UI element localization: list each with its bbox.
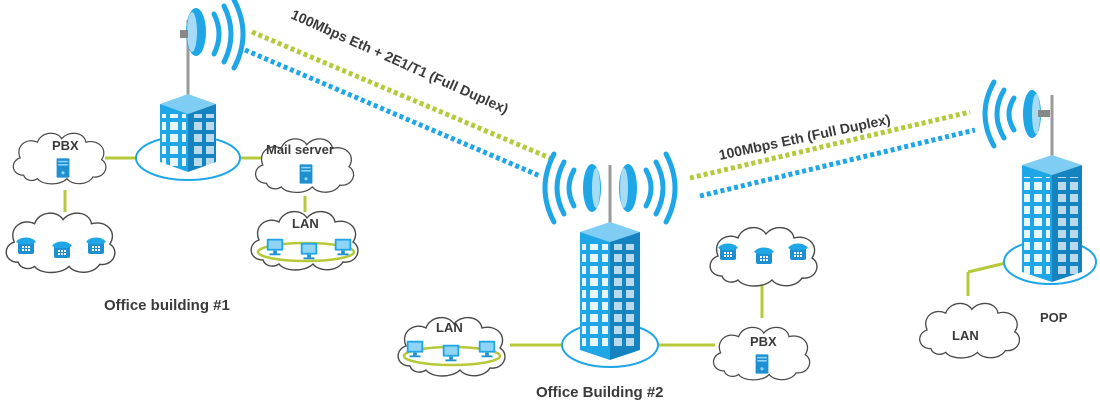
phone-icon (52, 241, 72, 258)
pop-title: POP (1040, 310, 1068, 325)
tower-building-icon (1022, 95, 1082, 282)
phone-icon (16, 237, 36, 254)
tower-building-icon (580, 165, 640, 360)
office2-lan-label: LAN (436, 320, 463, 335)
site-office-1: PBX Mail server LAN Office building #1 (5, 0, 359, 314)
signal-waves-icon (982, 79, 1017, 149)
phone-icon (754, 247, 774, 264)
server-icon (755, 354, 769, 374)
signal-waves-icon (211, 0, 246, 71)
tower-building-icon (160, 20, 216, 172)
server-icon (299, 164, 313, 184)
phone-icon (788, 243, 808, 260)
dish-antenna-icon (583, 164, 637, 212)
office1-title: Office building #1 (104, 297, 230, 314)
link-1-label: 100Mbps Eth + 2E1/T1 (Full Duplex) (289, 6, 511, 117)
link-2: 100Mbps Eth (Full Duplex) (689, 109, 976, 199)
dish-antenna-icon (1023, 90, 1050, 138)
server-icon (56, 158, 70, 178)
office2-pbx-label: PBX (750, 334, 777, 349)
signal-waves-icon (542, 151, 678, 225)
dish-antenna-icon (180, 8, 206, 56)
office1-lan-label: LAN (292, 216, 319, 231)
site-pop: LAN POP (919, 79, 1097, 359)
pop-lan-label: LAN (952, 328, 979, 343)
site-office-2: LAN PBX Office Building #2 (397, 151, 818, 401)
office1-mail-label: Mail server (266, 142, 334, 157)
office1-pbx-label: PBX (52, 138, 79, 153)
phone-icon (86, 237, 106, 254)
office2-title: Office Building #2 (536, 384, 664, 401)
phone-icon (718, 243, 738, 260)
